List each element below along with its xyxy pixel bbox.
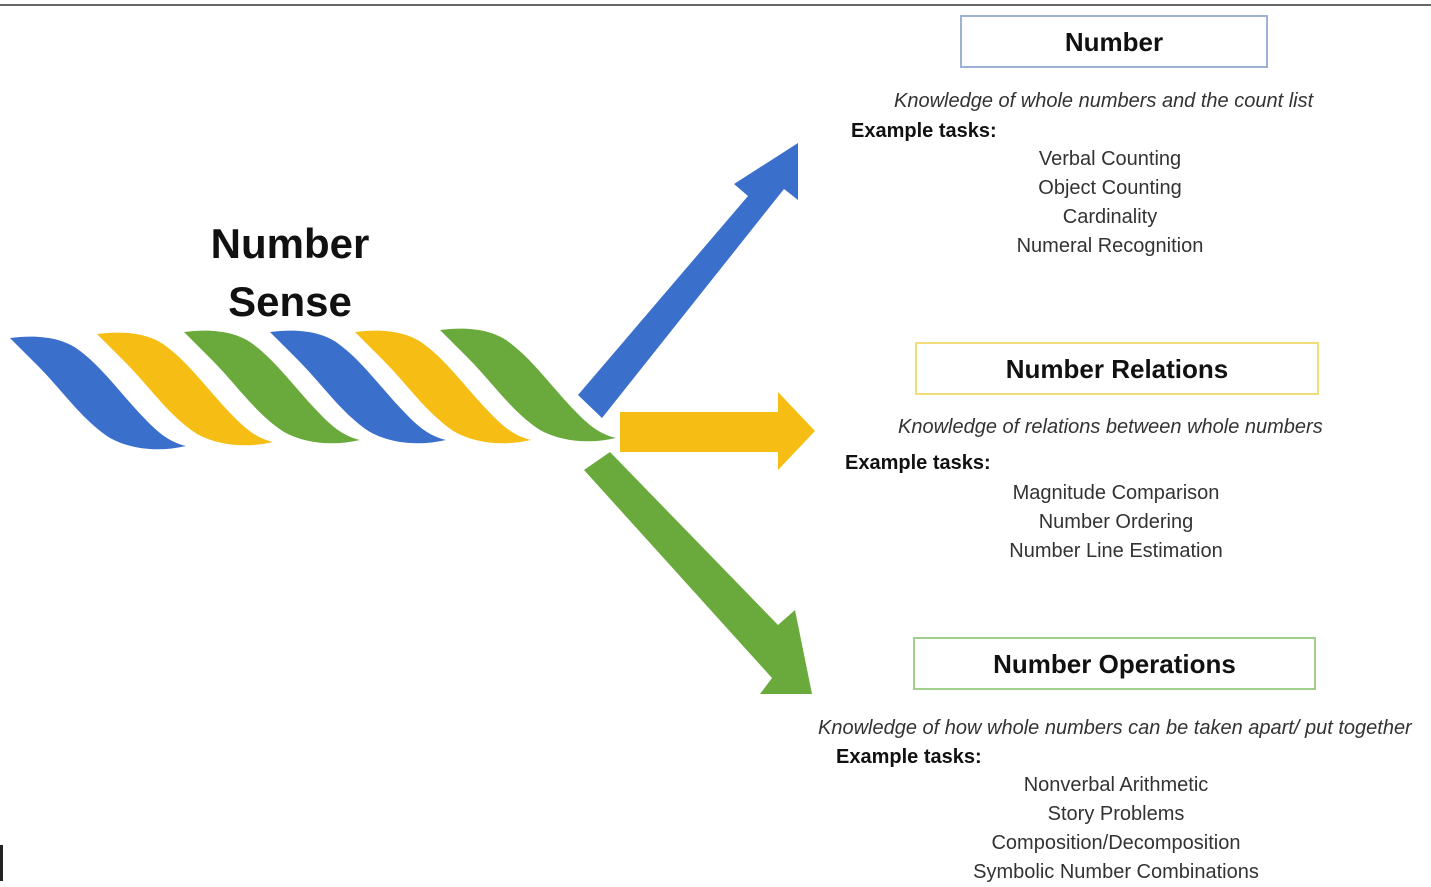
operations-task: Story Problems xyxy=(1047,803,1185,825)
relations-heading-box: Number Relations xyxy=(915,342,1319,395)
relations-description: Knowledge of relations between whole num… xyxy=(898,416,1323,438)
number-heading: Number xyxy=(1064,27,1164,57)
left-edge-mark xyxy=(0,845,3,881)
number-task: Numeral Recognition xyxy=(1016,235,1204,257)
diagram-title: Number Sense xyxy=(150,215,430,331)
relations-task: Number Line Estimation xyxy=(1009,540,1223,562)
relations-task: Magnitude Comparison xyxy=(1012,482,1220,504)
number-task: Cardinality xyxy=(1062,206,1158,228)
number-task: Verbal Counting xyxy=(1038,148,1182,170)
title-line-1: Number xyxy=(210,220,370,267)
operations-heading: Number Operations xyxy=(993,649,1236,679)
operations-task-list: Nonverbal Arithmetic Story Problems Comp… xyxy=(966,771,1266,887)
operations-task: Nonverbal Arithmetic xyxy=(1023,774,1209,796)
relations-heading: Number Relations xyxy=(1005,354,1229,384)
relations-example-label: Example tasks: xyxy=(845,452,991,474)
arrow-number-operations xyxy=(584,452,812,694)
number-task-list: Verbal Counting Object Counting Cardinal… xyxy=(990,145,1230,261)
arrow-number xyxy=(578,143,798,418)
number-heading-box: Number xyxy=(960,15,1268,68)
number-example-label: Example tasks: xyxy=(851,120,997,142)
operations-heading-box: Number Operations xyxy=(913,637,1316,690)
title-line-2: Sense xyxy=(228,278,352,325)
arrow-number-relations xyxy=(620,392,815,470)
top-rule xyxy=(0,4,1431,6)
operations-task: Composition/Decomposition xyxy=(991,832,1241,854)
relations-task-list: Magnitude Comparison Number Ordering Num… xyxy=(986,479,1246,566)
number-task: Object Counting xyxy=(1038,177,1182,199)
rope xyxy=(10,328,616,450)
relations-task: Number Ordering xyxy=(1038,511,1194,533)
operations-description: Knowledge of how whole numbers can be ta… xyxy=(818,717,1412,739)
operations-task: Symbolic Number Combinations xyxy=(973,861,1259,883)
number-description: Knowledge of whole numbers and the count… xyxy=(894,90,1314,112)
operations-example-label: Example tasks: xyxy=(836,746,982,768)
